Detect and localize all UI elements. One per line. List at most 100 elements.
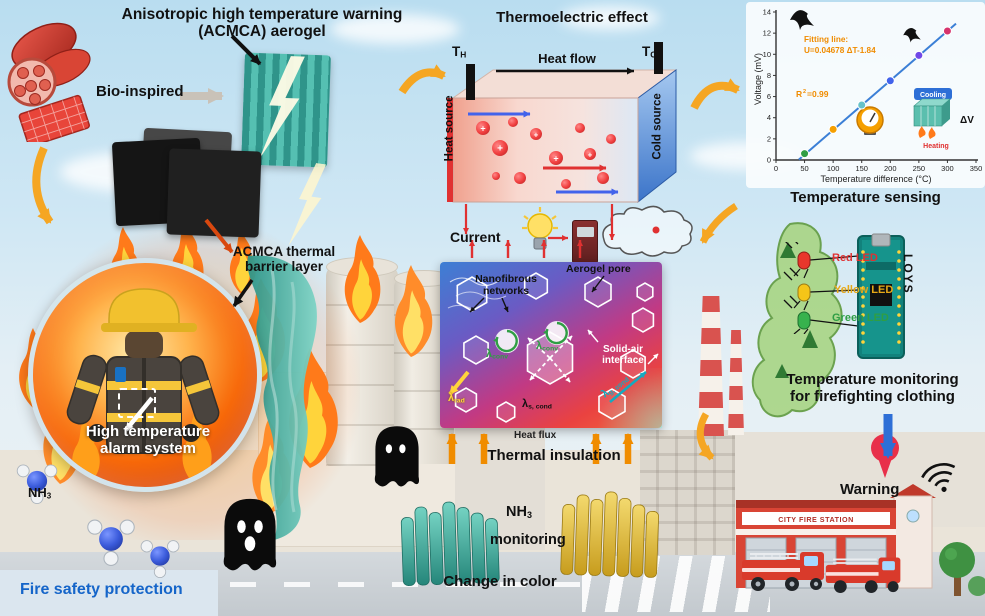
data-point — [914, 50, 924, 60]
board-trace — [866, 262, 896, 270]
tick-label: 8 — [767, 71, 771, 80]
h-atom — [167, 540, 180, 553]
t-cold-label: TC — [642, 44, 656, 60]
lightning-bolt — [288, 162, 327, 246]
flame — [182, 413, 212, 485]
ghost-eye — [237, 520, 246, 533]
red-led-icon — [785, 242, 811, 279]
yellow-led-icon — [783, 267, 811, 311]
solid-air-line2: interface — [602, 355, 644, 367]
charge-carriers — [476, 117, 616, 189]
nh-base: NH — [506, 504, 527, 520]
multimeter-icon — [856, 106, 884, 135]
nh3-monitoring-label: NH3 — [506, 504, 532, 520]
hexagon-pore — [636, 282, 654, 302]
convection-arrow-icon — [493, 329, 519, 353]
fitting-line-annotation: Fitting line: — [804, 35, 848, 44]
chimney — [698, 296, 724, 436]
hexagon-pore — [631, 307, 655, 333]
lambda: λ — [522, 398, 529, 410]
warning-pin-icon: ! — [871, 434, 899, 478]
hexagon-pore — [584, 276, 612, 308]
fitting-equation-annotation: U=0.04678 ΔT-1.84 — [804, 46, 876, 55]
lambda-conv-label-1: λconv — [486, 348, 508, 361]
ghost-eye — [399, 444, 406, 454]
usb-port — [871, 233, 891, 247]
icon-bg — [495, 329, 519, 353]
exclamation-mark: ! — [882, 439, 888, 460]
wheel — [864, 580, 878, 593]
conv-sub: conv — [492, 353, 509, 361]
h-atom — [140, 540, 153, 553]
lightning-icon — [288, 162, 327, 246]
tick-label: 300 — [941, 164, 954, 173]
arrow-flow — [699, 203, 738, 244]
sensing-chart: Fitting line: U=0.04678 ΔT-1.84 R 2 =0.9… — [763, 8, 983, 174]
tree — [939, 542, 985, 596]
pin-tail — [878, 458, 892, 478]
tick-label: 12 — [763, 29, 771, 38]
monitoring-label: monitoring — [490, 532, 566, 548]
tick-label: 150 — [855, 164, 868, 173]
h-atom — [103, 550, 119, 566]
lightbulb-icon — [522, 207, 558, 250]
tick-label: 200 — [884, 164, 897, 173]
sensor-module — [115, 367, 126, 382]
barrier-shape — [247, 255, 317, 540]
aerogel-cylinders-yellow — [560, 491, 660, 578]
solid-air-label: Solid-air interface — [584, 344, 662, 366]
h-atom — [119, 519, 135, 535]
barrier-streak — [288, 281, 298, 513]
tick-label: 6 — [767, 92, 771, 101]
delta-v-label: ΔV — [960, 115, 974, 126]
acmca-barrier-curtain — [247, 255, 317, 540]
alarm-line2: alarm system — [100, 439, 196, 457]
map-outline — [602, 205, 693, 257]
wire — [809, 289, 859, 293]
chart-xlabel: Temperature difference (°C) — [820, 174, 932, 184]
tick-label: 250 — [913, 164, 926, 173]
heat-flux-label: Heat flux — [514, 430, 557, 441]
cooling-label: Cooling — [920, 92, 946, 99]
plus-sign: + — [534, 131, 539, 140]
arm-left — [66, 354, 107, 425]
barrier-line1: ACMCA thermal — [232, 244, 336, 259]
ghost-icon — [223, 498, 277, 571]
led-circuit — [783, 242, 859, 334]
temperature-monitoring-label: Temperature monitoring for firefighting … — [760, 371, 985, 406]
thermoelectric-title: Thermoelectric effect — [496, 9, 648, 26]
bio-inspired-label: Bio-inspired — [96, 83, 184, 100]
bird-icon — [790, 10, 814, 30]
woven-fabric — [18, 94, 90, 142]
data-point — [800, 149, 810, 159]
tick-label: 10 — [763, 50, 771, 59]
tick-label: 100 — [827, 164, 840, 173]
conv-sub: conv — [542, 345, 559, 353]
change-in-color-label: Change in color — [443, 573, 557, 590]
arrow-flow — [690, 78, 740, 110]
nanofibrous-line2: networks — [482, 284, 530, 297]
nh-sub: 3 — [46, 491, 52, 501]
r-squared-value: =0.99 — [807, 89, 829, 99]
fiber — [29, 93, 41, 105]
lambda-conv-label-2: λconv — [536, 340, 558, 353]
helmet-brim — [101, 323, 197, 332]
monitor-line2: for firefighting clothing — [790, 387, 955, 405]
sensing-chart-panel: Fitting line: U=0.04678 ΔT-1.84 R 2 =0.9… — [746, 2, 985, 188]
station-sign-band — [742, 512, 890, 525]
arrow-flow — [32, 146, 54, 225]
fiber — [33, 65, 45, 77]
plus-sign: + — [553, 154, 558, 164]
ghost-body — [223, 498, 277, 571]
cab-window — [804, 556, 818, 566]
wire — [809, 319, 859, 327]
bird-icon — [903, 27, 921, 43]
hot-side-strip — [447, 98, 453, 202]
fire-truck — [825, 557, 901, 593]
arm-right — [179, 355, 220, 426]
trunk — [954, 576, 961, 596]
lambda: λ — [448, 392, 455, 404]
glove — [182, 424, 200, 442]
h-atom — [87, 519, 103, 535]
